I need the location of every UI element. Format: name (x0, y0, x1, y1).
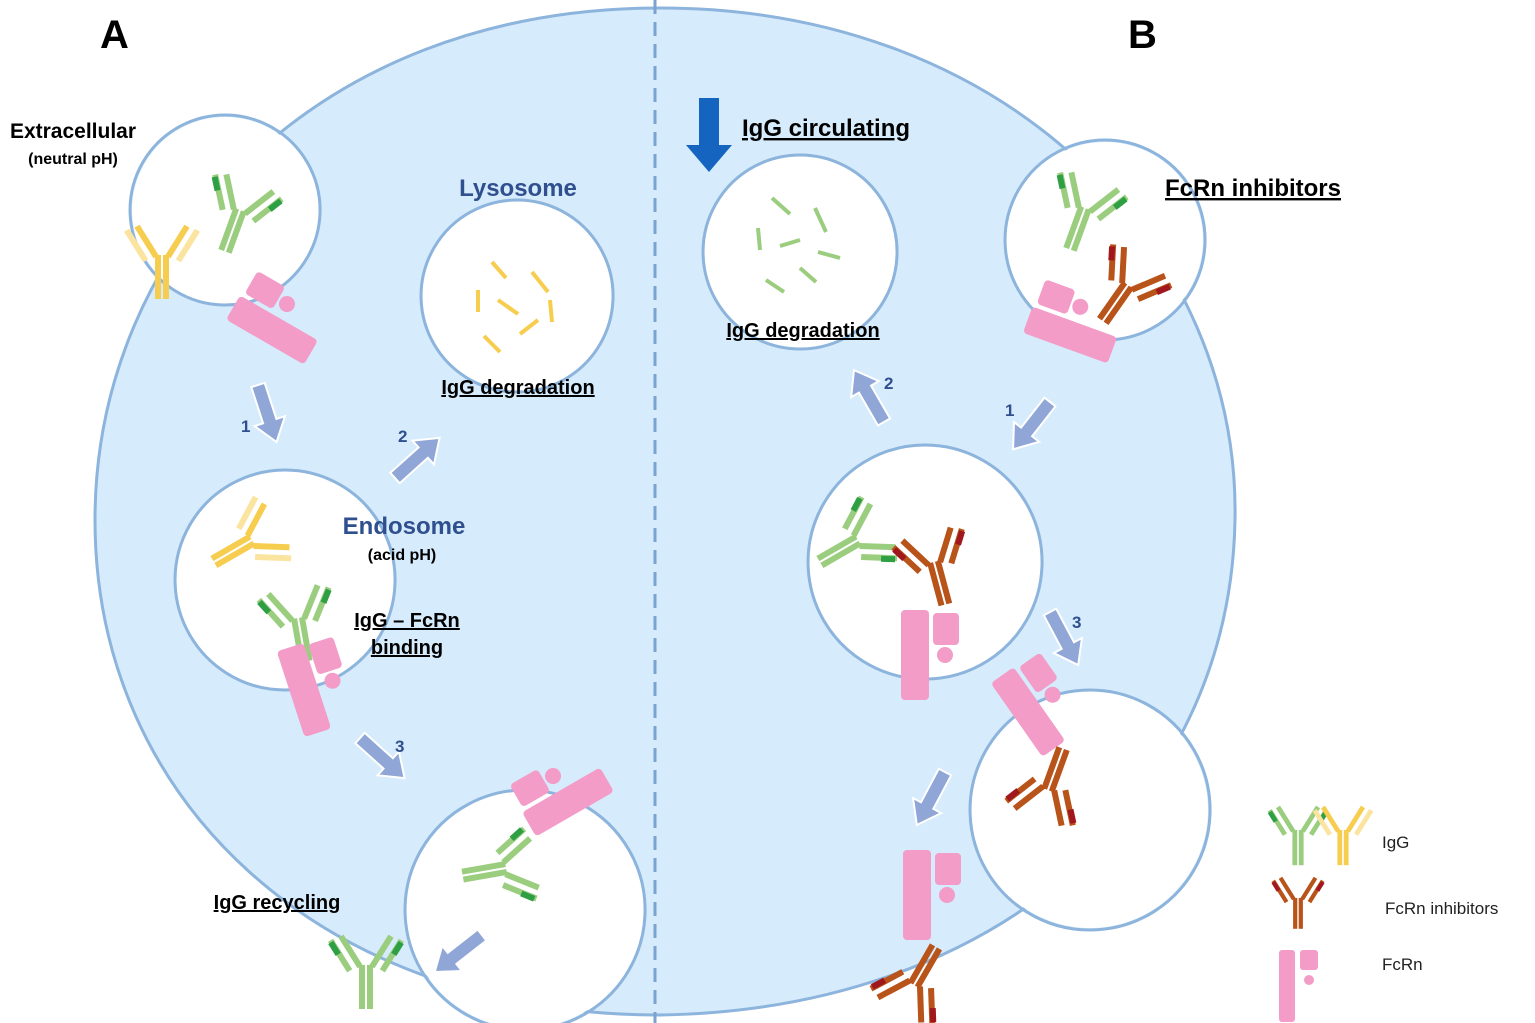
lysosome-fragments-a (476, 260, 554, 354)
recycling-bay-b (972, 692, 1208, 928)
lysosome-a (423, 202, 611, 390)
cell-body (93, 6, 1237, 1023)
endosome-label: Endosome (343, 513, 466, 540)
legend-fcrn-icon (1279, 950, 1318, 1022)
igg-fcrn-binding-line2: binding (371, 637, 443, 659)
step-number-a-1: 1 (241, 417, 250, 436)
lysosome-b (705, 157, 895, 347)
igg-recycling-label: IgG recycling (214, 892, 341, 914)
neutral-ph-label: (neutral pH) (28, 151, 118, 168)
legend-fcrn-label: FcRn (1382, 955, 1423, 974)
panel-letter-b: B (1128, 13, 1157, 57)
down-arrow-icon (686, 98, 732, 172)
recycling-bay-a (407, 792, 643, 1023)
lysosome-label: Lysosome (459, 175, 577, 202)
step-number-a-3: 3 (395, 737, 404, 756)
lysosome-fragments-b (756, 196, 841, 294)
igg-degradation-label-a: IgG degradation (441, 377, 594, 399)
igg-circulating-label: IgG circulating (742, 115, 910, 142)
legend-inhibitor-label: FcRn inhibitors (1385, 899, 1498, 918)
extracellular-label: Extracellular (10, 120, 136, 143)
legend: IgG FcRn inhibitors FcRn (1267, 805, 1498, 1022)
igg-fcrn-binding-line1: IgG – FcRn (354, 610, 460, 632)
acid-ph-label: (acid pH) (368, 547, 436, 564)
legend-igg-label: IgG (1382, 833, 1409, 852)
step-number-a-2: 2 (398, 427, 407, 446)
panel-letter-a: A (100, 13, 129, 57)
legend-inhibitor-icon (1271, 876, 1325, 929)
igg-degradation-label-b: IgG degradation (726, 320, 879, 342)
fcrn-inhibitors-label: FcRn inhibitors (1165, 175, 1341, 202)
step-number-b-1: 1 (1005, 401, 1014, 420)
step-number-b-2: 2 (884, 374, 893, 393)
endosome-a (177, 472, 393, 688)
step-number-b-3: 3 (1072, 613, 1081, 632)
